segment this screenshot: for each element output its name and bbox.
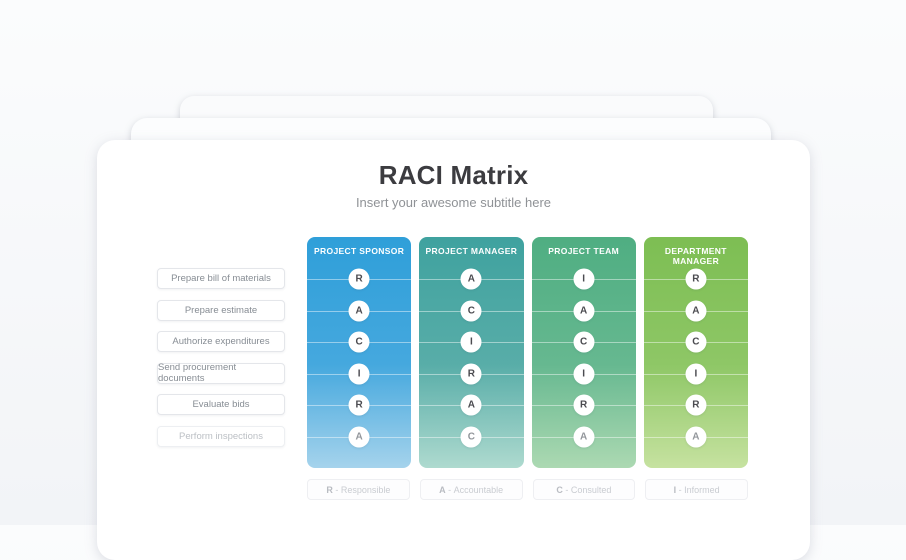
legend-letter: C: [556, 484, 563, 495]
column-header: DEPARTMENT MANAGER: [664, 246, 727, 266]
raci-badge: R: [348, 268, 370, 290]
role-column-project-manager: PROJECT MANAGER A C I R A C: [419, 237, 524, 468]
raci-columns: PROJECT SPONSOR R A C I R A PROJECT MANA…: [307, 237, 748, 468]
task-item-authorize-expenditures: Authorize expenditures: [157, 331, 285, 352]
legend-item-responsible: R - Responsible: [307, 479, 410, 500]
raci-badge: A: [460, 394, 482, 416]
raci-badge: I: [573, 268, 595, 290]
task-item-evaluate-bids: Evaluate bids: [157, 394, 285, 415]
task-list: Prepare bill of materials Prepare estima…: [157, 268, 285, 448]
role-column-department-manager: DEPARTMENT MANAGER R A C I R A: [643, 237, 748, 468]
page-title: RACI Matrix: [378, 160, 529, 190]
raci-badge: C: [348, 331, 370, 353]
raci-badge: I: [460, 331, 482, 353]
legend-separator: -: [562, 484, 571, 495]
legend: R - Responsible A - Accountable C - Cons…: [307, 479, 748, 500]
legend-letter: I: [673, 484, 677, 495]
task-item-prepare-bill-of-materials: Prepare bill of materials: [157, 268, 285, 289]
legend-separator: -: [676, 484, 685, 495]
raci-badge: C: [685, 331, 707, 353]
raci-badge: A: [460, 268, 482, 290]
legend-label: Informed: [684, 484, 720, 495]
legend-label: Consulted: [570, 484, 612, 495]
legend-separator: -: [445, 484, 454, 495]
raci-badge: A: [685, 300, 707, 321]
raci-badge: I: [685, 363, 707, 384]
raci-badge: A: [348, 300, 370, 321]
raci-badge: C: [573, 331, 595, 353]
task-item-send-procurement-documents: Send procurement documents: [157, 362, 285, 384]
role-column-project-sponsor: PROJECT SPONSOR R A C I R A: [307, 237, 412, 468]
raci-badge: R: [573, 394, 595, 416]
raci-badge: C: [460, 300, 482, 321]
legend-item-consulted: C - Consulted: [532, 479, 636, 500]
task-item-perform-inspections: Perform inspections: [157, 425, 285, 447]
legend-label: Responsible: [340, 484, 391, 495]
raci-badge: I: [573, 363, 595, 384]
legend-item-informed: I - Informed: [645, 479, 748, 500]
raci-badge: R: [460, 363, 482, 384]
role-column-project-team: PROJECT TEAM I A C I R A: [531, 237, 636, 468]
raci-badge: A: [573, 426, 595, 447]
raci-badge: C: [460, 426, 482, 447]
legend-separator: -: [332, 484, 341, 495]
legend-letter: A: [439, 484, 446, 495]
raci-badge: A: [348, 426, 370, 447]
raci-badge: I: [348, 363, 370, 384]
slide-card: RACI Matrix Insert your awesome subtitle…: [97, 140, 810, 560]
column-header: PROJECT SPONSOR: [313, 246, 405, 256]
page-subtitle: Insert your awesome subtitle here: [355, 195, 552, 210]
column-header: PROJECT MANAGER: [425, 246, 518, 256]
raci-badge: R: [685, 394, 707, 416]
raci-badge: A: [685, 426, 707, 447]
raci-badge: A: [573, 300, 595, 321]
raci-badge: R: [685, 268, 707, 290]
legend-item-accountable: A - Accountable: [419, 479, 523, 500]
column-header: PROJECT TEAM: [548, 246, 620, 256]
legend-label: Accountable: [453, 484, 504, 495]
task-item-prepare-estimate: Prepare estimate: [157, 299, 285, 321]
raci-badge: R: [348, 394, 370, 416]
legend-letter: R: [326, 484, 333, 495]
